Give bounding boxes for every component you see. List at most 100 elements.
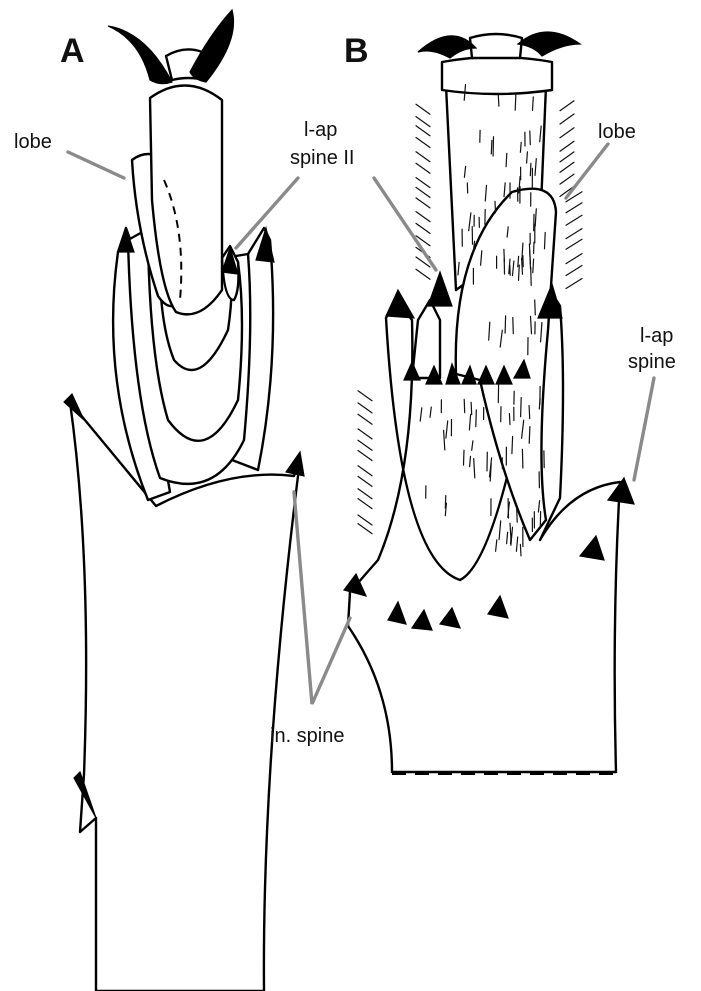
leader-b-lap-spine-ii [374, 178, 436, 270]
seta [430, 407, 431, 417]
seta [512, 437, 513, 454]
label-a-lobe: lobe [14, 131, 52, 153]
panel-b-claw-left [418, 36, 476, 58]
seta [520, 545, 521, 556]
seta [358, 440, 372, 450]
seta [518, 256, 519, 266]
seta [529, 406, 530, 419]
seta [471, 402, 472, 414]
seta [530, 131, 531, 145]
seta [517, 508, 518, 522]
label-a-lap-line2: spine II [290, 147, 354, 169]
label-b-lobe: lobe [598, 121, 636, 143]
seta [472, 441, 473, 450]
panel-b-drawing [344, 32, 634, 774]
seta [560, 152, 574, 162]
panel-b-inner-block [412, 300, 440, 378]
panel-a-drawing [64, 10, 304, 991]
panel-a-trunk [70, 402, 300, 991]
seta [560, 114, 574, 124]
seta [358, 451, 372, 461]
seta [566, 203, 582, 213]
seta [358, 476, 372, 486]
seta [491, 140, 492, 154]
seta [521, 398, 522, 417]
seta [416, 269, 430, 279]
seta [416, 212, 430, 222]
panel-a-claw-left [108, 26, 172, 84]
seta [358, 466, 372, 476]
seta [358, 489, 372, 499]
label-b-lap-line1: l-ap [640, 325, 673, 347]
leader-b-lobe [566, 144, 608, 198]
panel-a-spine-tip-5 [286, 452, 304, 476]
leader-in-spine [294, 492, 350, 704]
seta [566, 229, 582, 239]
seta [416, 117, 430, 127]
seta [358, 515, 372, 525]
seta [416, 104, 430, 114]
seta [476, 410, 477, 427]
seta [358, 524, 372, 534]
label-a-lap-line1: l-ap [304, 119, 337, 141]
seta [566, 239, 582, 249]
panel-b-spine-tip-2 [428, 272, 452, 306]
seta [416, 152, 430, 162]
seta [358, 403, 372, 413]
seta [505, 316, 506, 333]
seta [416, 126, 430, 136]
seta [416, 187, 430, 197]
seta [527, 152, 528, 163]
seta [560, 174, 574, 184]
seta [358, 391, 372, 401]
seta [533, 259, 534, 273]
seta [560, 141, 574, 151]
seta [464, 399, 465, 412]
seta [520, 143, 521, 153]
seta [474, 459, 475, 478]
seta [498, 95, 499, 106]
seta [464, 450, 465, 465]
seta [545, 233, 546, 249]
seta [529, 427, 530, 444]
seta [566, 215, 582, 225]
seta [416, 223, 430, 233]
seta [470, 456, 471, 466]
seta [513, 318, 514, 334]
seta [420, 408, 422, 421]
panel-label-a: A [60, 32, 85, 70]
seta [531, 268, 532, 286]
seta [509, 414, 510, 425]
panel-b-cap [470, 34, 522, 58]
seta [358, 499, 372, 509]
seta [469, 415, 470, 431]
seta [444, 430, 445, 450]
seta [358, 429, 372, 439]
seta [515, 94, 516, 111]
panel-b-spine-tip-1 [386, 290, 414, 318]
seta [416, 198, 430, 208]
seta [506, 153, 507, 166]
seta [533, 97, 534, 110]
seta [445, 496, 446, 508]
seta [560, 101, 574, 111]
label-b-lap-line2: spine [628, 351, 676, 373]
seta [522, 449, 523, 468]
seta [416, 163, 430, 173]
seta [560, 128, 574, 138]
panel-b-collar [442, 57, 552, 94]
panel-label-b: B [344, 32, 369, 70]
leader-a-lobe [68, 152, 124, 178]
seta [535, 300, 536, 315]
leader-b-lap-spine [634, 378, 654, 480]
seta [530, 163, 531, 175]
panel-b-claw-right [518, 32, 580, 56]
seta [560, 162, 574, 172]
seta [519, 265, 520, 280]
seta [566, 279, 582, 289]
seta [495, 201, 496, 212]
seta [416, 138, 430, 148]
seta [566, 254, 582, 264]
seta [358, 414, 372, 424]
